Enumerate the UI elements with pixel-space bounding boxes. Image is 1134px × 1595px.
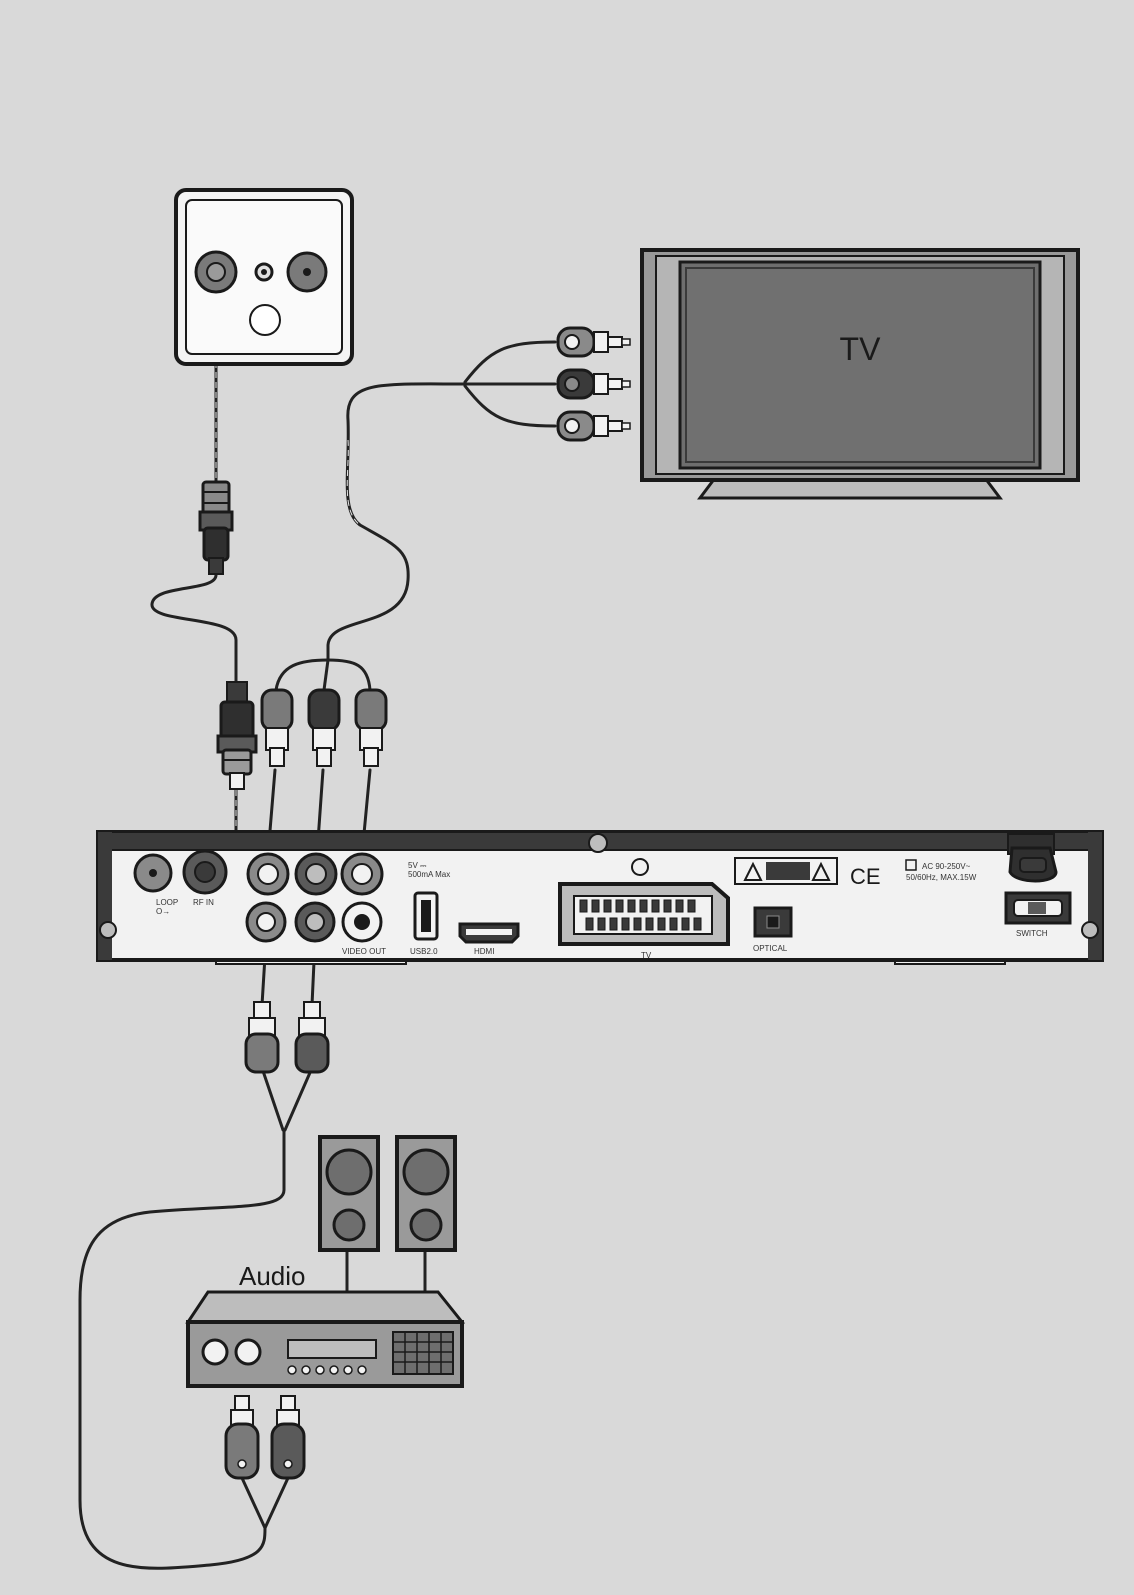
loop-label: LOOP bbox=[156, 898, 178, 907]
cables bbox=[78, 290, 557, 1570]
coax-plug-upper bbox=[198, 480, 234, 575]
usb-note-1: 5V ⎓ bbox=[408, 861, 427, 870]
audio-long-cable bbox=[78, 1128, 286, 1570]
rca-fan-middle bbox=[322, 658, 330, 692]
speaker-icon bbox=[318, 1135, 380, 1252]
switch-label: SWITCH bbox=[1016, 929, 1048, 938]
video-out-label: VIDEO OUT bbox=[342, 947, 386, 956]
receiver-rca-plugs bbox=[260, 688, 388, 767]
hdmi-label: HDMI bbox=[474, 947, 494, 956]
amp-split-left bbox=[240, 1476, 267, 1530]
power-switch bbox=[1004, 891, 1072, 925]
tv-icon: TV bbox=[640, 248, 1080, 500]
optical-label: OPTICAL bbox=[753, 944, 788, 953]
amplifier-icon bbox=[185, 1290, 466, 1388]
tv-rca-plug-2 bbox=[556, 368, 631, 400]
audio-rca-plugs-upper bbox=[244, 1001, 330, 1074]
tv-rca-branch-1 bbox=[463, 340, 557, 384]
audio-plug-r bbox=[294, 1001, 330, 1074]
rf-in-label: RF IN bbox=[193, 898, 214, 907]
warning-label-icon bbox=[734, 857, 838, 885]
usb-label: USB2.0 bbox=[410, 947, 438, 956]
screw-icon bbox=[99, 921, 117, 939]
audio-plug-l bbox=[244, 1001, 280, 1074]
screw-icon bbox=[588, 833, 608, 853]
tv-rca-main-cable bbox=[326, 382, 467, 662]
amp-split-right bbox=[263, 1476, 290, 1530]
tv-rca-plugs bbox=[556, 326, 631, 442]
antenna-socket-icon bbox=[174, 188, 354, 366]
usb-note-2: 500mA Max bbox=[408, 870, 450, 879]
audio-split-left bbox=[260, 1066, 285, 1132]
amp-plug-l bbox=[224, 1395, 260, 1480]
screw-icon bbox=[1081, 921, 1099, 939]
tv-rca-branch-3 bbox=[463, 384, 557, 428]
rca-plug-pb bbox=[307, 688, 341, 767]
audio-split-right bbox=[283, 1066, 314, 1132]
coax-plug-lower bbox=[216, 681, 258, 790]
scart-tv-label: TV bbox=[641, 951, 652, 960]
rca-fan-left bbox=[274, 658, 330, 692]
rca-plug-y bbox=[260, 688, 294, 767]
tv-rca-plug-3 bbox=[556, 410, 631, 442]
rca-plug-pr bbox=[354, 688, 388, 767]
tv-label: TV bbox=[840, 331, 882, 367]
tv-rca-plug-1 bbox=[556, 326, 631, 358]
power-info-icon bbox=[905, 859, 917, 871]
audio-rca-plugs-lower bbox=[224, 1395, 306, 1480]
audio-label: Audio bbox=[239, 1261, 306, 1291]
amp-plug-r bbox=[270, 1395, 306, 1480]
coax-loop-cable bbox=[150, 573, 238, 687]
loop-arrow-label: O→ bbox=[156, 907, 170, 916]
receiver-icon: LOOP O→ RF IN VIDEO OUT 5V ⎓ 500mA Max U… bbox=[96, 830, 1104, 965]
power-cord-icon bbox=[1007, 833, 1058, 883]
rca-fan-right bbox=[326, 658, 372, 692]
ce-mark: CE bbox=[850, 864, 881, 889]
power-spec-1: AC 90-250V~ bbox=[922, 862, 971, 871]
screw-icon bbox=[631, 858, 649, 876]
power-spec-2: 50/60Hz, MAX.15W bbox=[906, 873, 977, 882]
speaker-icon bbox=[395, 1135, 457, 1252]
